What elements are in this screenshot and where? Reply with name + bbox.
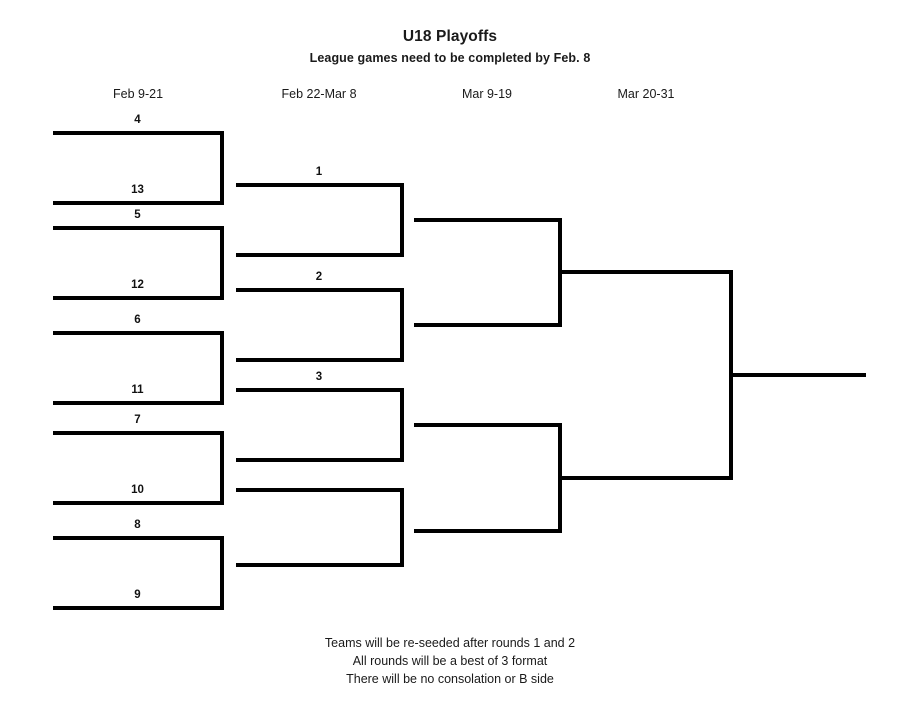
seed-label-r1-m5-bottom: 9 xyxy=(134,589,141,601)
seed-label-r1-m2-top: 5 xyxy=(134,209,141,221)
round-header-2: Feb 22-Mar 8 xyxy=(281,87,357,101)
seed-label-r2-m2-top: 2 xyxy=(315,271,323,283)
seed-label-r1-m5-top: 8 xyxy=(134,519,141,531)
footer-notes: Teams will be re-seeded after rounds 1 a… xyxy=(0,634,900,688)
footer-note-3: There will be no consolation or B side xyxy=(346,672,554,686)
footer-note-1: Teams will be re-seeded after rounds 1 a… xyxy=(324,636,576,650)
seed-label-r1-m2-bottom: 12 xyxy=(131,279,144,291)
seed-label-r1-m4-top: 7 xyxy=(134,414,141,426)
page-subtitle: League games need to be completed by Feb… xyxy=(309,51,591,65)
seed-label-r1-m4-bottom: 10 xyxy=(131,484,144,496)
seed-label-r1-m3-bottom: 11 xyxy=(131,384,144,396)
seed-label-r1-m3-top: 6 xyxy=(134,314,141,326)
round-header-1: Feb 9-21 xyxy=(112,87,164,101)
seed-label-r1-m1-bottom: 13 xyxy=(131,184,144,196)
round-header-3: Mar 9-19 xyxy=(461,87,513,101)
footer-note-2: All rounds will be a best of 3 format xyxy=(352,654,548,668)
page-title: U18 Playoffs xyxy=(402,28,498,45)
seed-label-r1-m1-top: 4 xyxy=(134,114,141,126)
seed-label-r2-m3-top: 3 xyxy=(315,371,323,383)
round-headers: Feb 9-21 Feb 22-Mar 8 Mar 9-19 Mar 20-31 xyxy=(0,87,900,105)
seed-label-r2-m1-top: 1 xyxy=(315,166,323,178)
round-header-4: Mar 20-31 xyxy=(617,87,675,101)
